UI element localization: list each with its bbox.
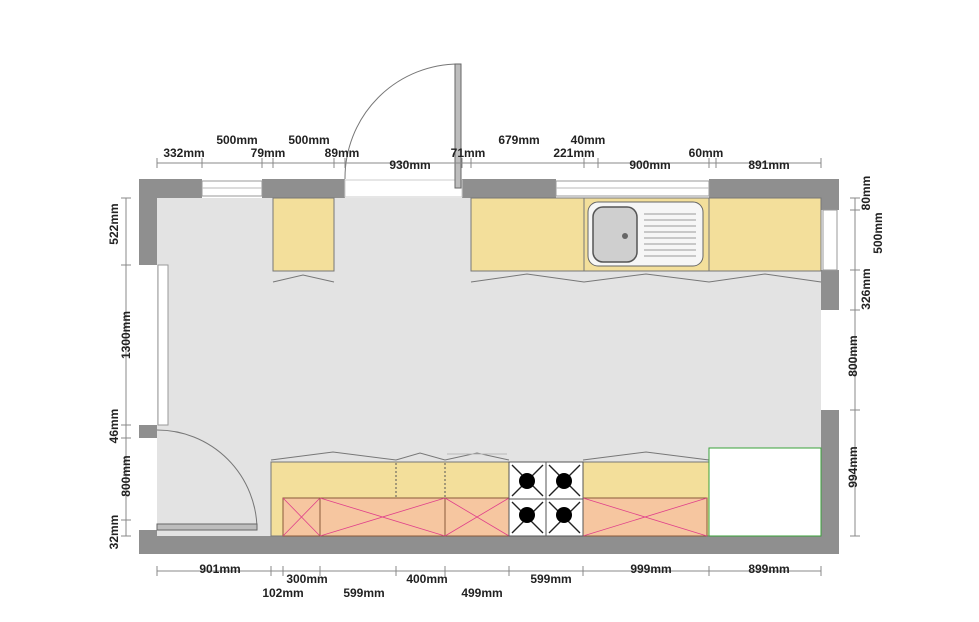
dim-top-79mm: 79mm (251, 146, 286, 160)
dim-top-679mm: 679mm (498, 133, 539, 147)
dim-top-900mm: 900mm (629, 158, 670, 172)
bottom-counter-right-door-swings (582, 451, 710, 461)
door-left-leaf (156, 523, 258, 531)
top-counter-right (708, 197, 822, 272)
dim-ticks-left (121, 197, 131, 537)
burner-2 (556, 473, 572, 489)
dim-right-500mm: 500mm (871, 212, 885, 253)
door-left (156, 429, 258, 531)
dimension-labels-top: 500mm 500mm 679mm 40mm 332mm 79mm 89mm 9… (163, 133, 789, 172)
drawer-3-cross (444, 497, 510, 537)
dimension-lines (121, 158, 860, 576)
dim-bottom-300mm: 300mm (286, 572, 327, 586)
dim-top-500mm-b: 500mm (288, 133, 329, 147)
dim-top-40mm: 40mm (571, 133, 606, 147)
dimension-labels-right: 80mm 500mm 326mm 800mm 994mm (846, 176, 885, 488)
sink-bowl (592, 206, 638, 263)
door-top-swing (344, 63, 460, 180)
wall-right-lower (821, 410, 839, 554)
dim-bottom-102mm: 102mm (262, 586, 303, 600)
dim-top-930mm: 930mm (389, 158, 430, 172)
dim-left-800mm: 800mm (119, 455, 133, 496)
dim-ticks-right (850, 197, 860, 537)
dim-bottom-599mm-b: 599mm (530, 572, 571, 586)
door-icon (344, 63, 463, 198)
dimension-labels-left: 522mm 1300mm 46mm 800mm 32mm (107, 203, 133, 549)
wall-left-mid (139, 425, 157, 438)
burner-4 (556, 507, 572, 523)
dim-bottom-999mm: 999mm (630, 562, 671, 576)
dim-top-60mm: 60mm (689, 146, 724, 160)
sink-drainer (644, 213, 696, 257)
dimension-labels-bottom: 901mm 300mm 400mm 599mm 999mm 899mm 102m… (199, 562, 789, 600)
dim-right-80mm: 80mm (859, 176, 873, 211)
drawer-1-cross (282, 497, 321, 537)
wall-right-upper (821, 270, 839, 310)
dim-bottom-901mm: 901mm (199, 562, 240, 576)
hob-icon (508, 461, 584, 537)
dim-left-522mm: 522mm (107, 203, 121, 244)
wall-right-top (821, 179, 839, 210)
dim-bottom-499mm: 499mm (461, 586, 502, 600)
sink-plug (622, 233, 628, 239)
dim-right-994mm: 994mm (846, 446, 860, 487)
wall-top-mid (262, 179, 345, 198)
wall-top-right-b (709, 179, 839, 198)
door-top-leaf (454, 63, 462, 189)
wall-top-right-a (462, 179, 556, 198)
door-top-opening (344, 179, 463, 198)
dim-top-221mm: 221mm (553, 146, 594, 160)
dim-ticks-bottom (156, 566, 822, 576)
dim-left-46mm: 46mm (107, 409, 121, 444)
burner-1 (519, 473, 535, 489)
dim-top-332mm: 332mm (163, 146, 204, 160)
dim-bottom-400mm: 400mm (406, 572, 447, 586)
window-right (822, 209, 838, 271)
wall-left-upper (139, 179, 157, 265)
dim-top-500mm-a: 500mm (216, 133, 257, 147)
window-left (157, 264, 169, 426)
dim-top-71mm: 71mm (451, 146, 486, 160)
dim-bottom-899mm: 899mm (748, 562, 789, 576)
top-left-unit-door-swing (272, 274, 335, 283)
bottom-counter-run (270, 451, 710, 537)
dim-left-32mm: 32mm (107, 515, 121, 550)
dim-top-891mm: 891mm (748, 158, 789, 172)
dim-bottom-599mm-a: 599mm (343, 586, 384, 600)
wall-bottom (139, 536, 839, 554)
top-left-unit (272, 197, 335, 272)
dim-ticks-top (156, 158, 822, 168)
burner-3 (519, 507, 535, 523)
top-counter-door-swings (470, 273, 822, 283)
dim-top-89mm: 89mm (325, 146, 360, 160)
walls (139, 179, 839, 554)
dim-right-800mm: 800mm (846, 335, 860, 376)
dim-right-326mm: 326mm (859, 268, 873, 309)
bottom-counter-door-swings (270, 451, 510, 461)
fridge-space (708, 447, 822, 537)
window-icon (157, 180, 838, 426)
drawer-4-cross (582, 497, 708, 537)
top-counter-left (470, 197, 585, 272)
dim-left-1300mm: 1300mm (119, 311, 133, 359)
sink-icon (587, 201, 704, 267)
drawer-2-cross (319, 497, 446, 537)
door-left-swing (156, 429, 258, 531)
